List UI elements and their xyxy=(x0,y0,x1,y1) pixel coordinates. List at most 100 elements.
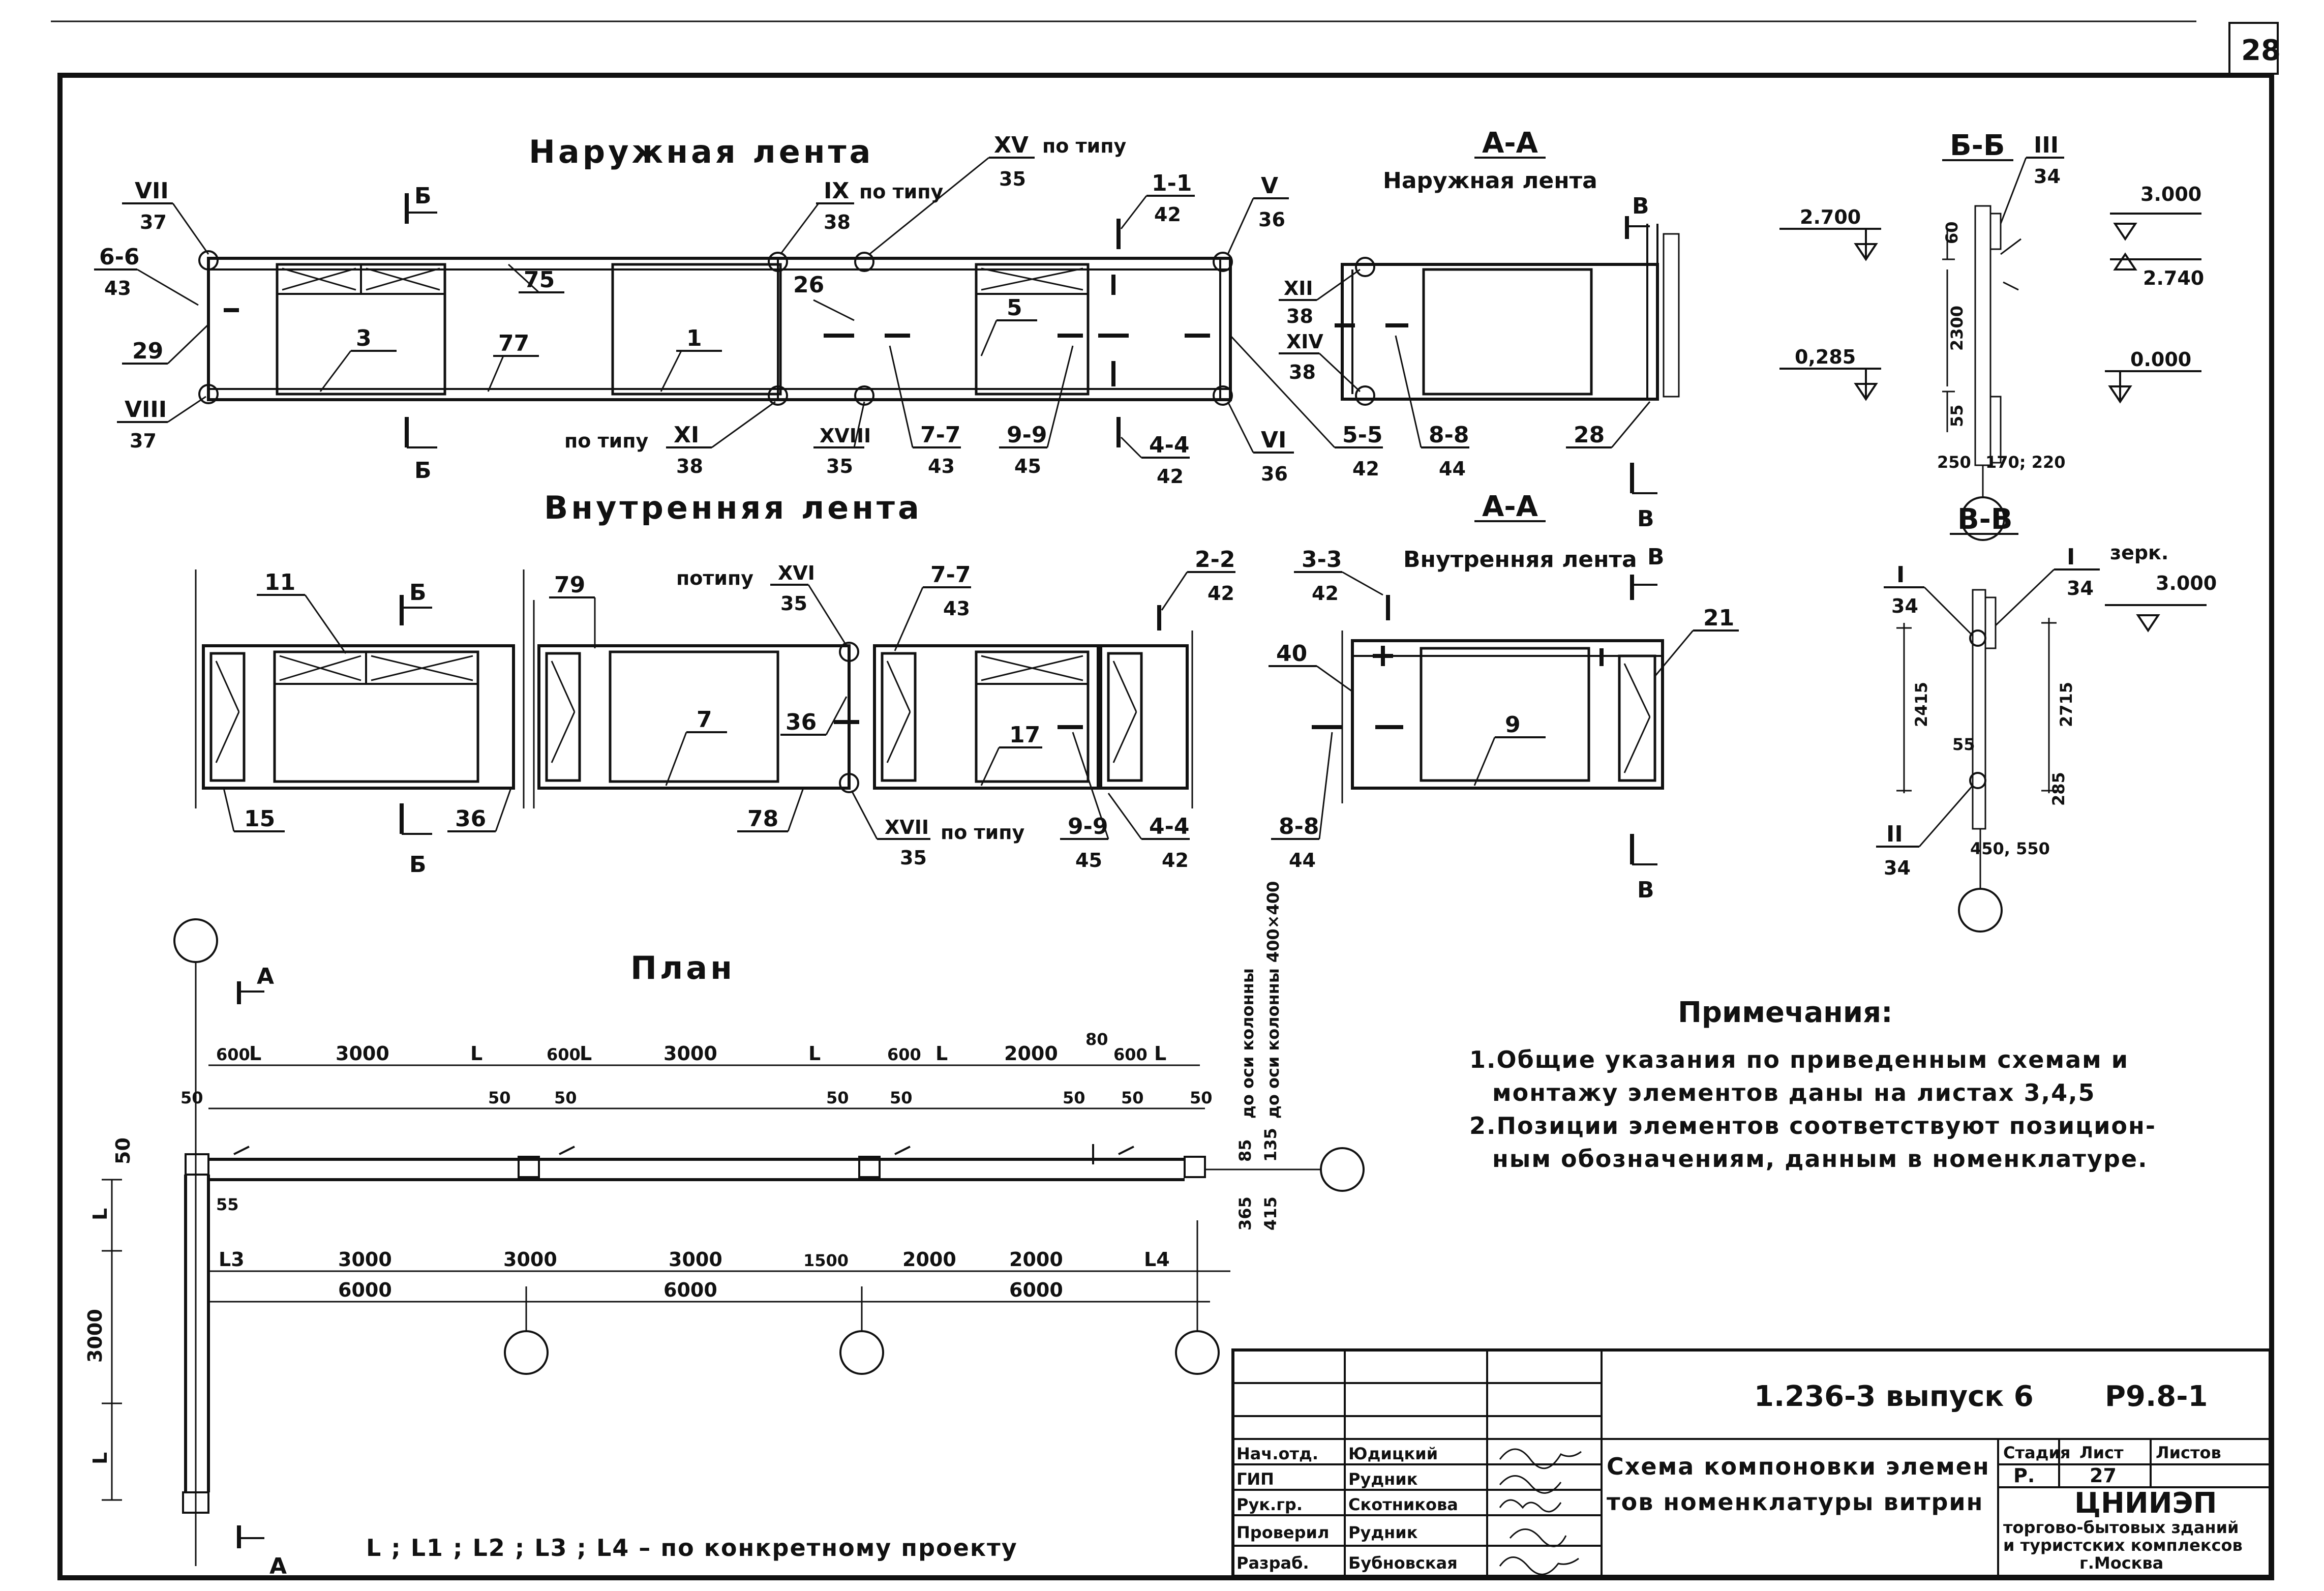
bb-level-0285: 0,285 xyxy=(1779,346,1881,401)
svg-text:415: 415 xyxy=(1261,1196,1280,1230)
svg-text:11: 11 xyxy=(264,569,295,595)
svg-text:3: 3 xyxy=(356,325,372,351)
svg-text:450, 550: 450, 550 xyxy=(1970,839,2050,858)
svg-text:43: 43 xyxy=(928,455,955,477)
svg-text:6000: 6000 xyxy=(1009,1279,1063,1301)
svg-text:6000: 6000 xyxy=(338,1279,392,1301)
vv-section: 2415 2715 55 285 450, 550 xyxy=(1896,589,2076,933)
vv-level-3000: 3.000 xyxy=(2105,572,2217,633)
aa-inner-subtitle: Внутренняя лента xyxy=(1403,547,1637,573)
svg-text:37: 37 xyxy=(140,211,167,233)
svg-text:А: А xyxy=(269,1553,287,1579)
drawing-frame xyxy=(57,73,2274,1580)
position-15: 15 xyxy=(223,788,285,832)
svg-text:78: 78 xyxy=(747,806,778,832)
svg-text:3.000: 3.000 xyxy=(2140,183,2201,205)
document-code: 1.236-3 выпуск 6 xyxy=(1754,1380,2034,1413)
position-3: 3 xyxy=(319,325,397,392)
position-29: 29 xyxy=(122,324,208,365)
svg-text:36: 36 xyxy=(1258,208,1285,231)
plan-dims-mid-row: L3 3000 3000 3000 1500 2000 2000 L4 xyxy=(219,1248,1170,1271)
outer-ribbon-elevation xyxy=(198,250,1233,406)
svg-text:5: 5 xyxy=(1007,295,1022,321)
note-line-3: 2.Позиции элементов соответствуют позици… xyxy=(1469,1112,2156,1139)
inner-ribbon-title: Внутренняя лента xyxy=(544,489,922,526)
svg-text:44: 44 xyxy=(1439,458,1466,480)
svg-text:III: III xyxy=(2034,132,2059,158)
name-4: Рудник xyxy=(1348,1523,1418,1542)
svg-text:до оси колонны: до оси колонны xyxy=(1238,968,1257,1119)
svg-text:3-3: 3-3 xyxy=(1302,547,1342,573)
svg-text:2-2: 2-2 xyxy=(1195,547,1235,573)
svg-text:4-4: 4-4 xyxy=(1149,432,1190,458)
role-4: Проверил xyxy=(1236,1523,1329,1542)
drawing-name-line-1: Схема компоновки элемен xyxy=(1607,1453,1990,1480)
svg-text:1: 1 xyxy=(686,325,702,351)
callout-xviii: XVIII 35 xyxy=(813,401,871,477)
name-3: Скотникова xyxy=(1348,1495,1458,1514)
plan-title: План xyxy=(630,949,735,986)
aa-outer-title: А-А xyxy=(1482,127,1538,160)
svg-text:600: 600 xyxy=(1113,1045,1148,1064)
sheet-header: Лист xyxy=(2079,1443,2124,1462)
document-number: Р9.8-1 xyxy=(2105,1380,2208,1413)
bb-level-0000: 0.000 xyxy=(2105,348,2201,404)
svg-text:В: В xyxy=(1647,544,1665,570)
position-28: 28 xyxy=(1566,401,1651,448)
svg-text:8-8: 8-8 xyxy=(1429,422,1469,448)
callout-2-2: 2-2 42 xyxy=(1157,547,1235,631)
svg-text:38: 38 xyxy=(1289,361,1316,383)
name-2: Рудник xyxy=(1348,1469,1418,1489)
svg-text:по типу: по типу xyxy=(941,821,1024,844)
svg-text:L: L xyxy=(89,1452,111,1464)
plan-dims-bottom-row: 6000 6000 6000 xyxy=(338,1279,1063,1301)
position-1: 1 xyxy=(660,325,722,392)
svg-text:77: 77 xyxy=(498,331,529,356)
svg-text:35: 35 xyxy=(780,592,807,615)
svg-text:9-9: 9-9 xyxy=(1007,422,1047,448)
svg-text:IX: IX xyxy=(824,178,849,204)
svg-text:по типу: по типу xyxy=(859,181,943,203)
window-1 xyxy=(611,263,782,396)
position-79: 79 xyxy=(549,572,596,648)
svg-text:8-8: 8-8 xyxy=(1279,814,1319,839)
org-name: ЦНИИЭП xyxy=(2074,1487,2217,1520)
sheet-number: 28 xyxy=(2241,34,2281,67)
svg-text:VI: VI xyxy=(1261,427,1286,453)
svg-text:34: 34 xyxy=(2067,577,2094,599)
outer-ribbon-title: Наружная лента xyxy=(529,133,873,170)
callout-9-9-outer: 9-9 45 xyxy=(999,345,1074,477)
signature-3 xyxy=(1499,1499,1562,1513)
position-5: 5 xyxy=(980,295,1037,356)
svg-text:3.000: 3.000 xyxy=(2156,572,2217,594)
svg-text:3000: 3000 xyxy=(663,1042,717,1065)
svg-text:28: 28 xyxy=(1574,422,1605,448)
position-36-inner: 36 xyxy=(780,696,848,736)
section-mark-b-bottom: Б xyxy=(405,417,437,484)
svg-text:3000: 3000 xyxy=(84,1309,106,1363)
bb-node-iii: III 34 xyxy=(2000,132,2064,224)
svg-text:VII: VII xyxy=(135,178,169,204)
callout-7-7-inner: 7-7 43 xyxy=(894,562,971,651)
note-line-4: ным обозначениям, данным в номенклатуре. xyxy=(1492,1145,2148,1173)
svg-text:50: 50 xyxy=(180,1088,203,1107)
section-mark-v-top: В xyxy=(1625,193,1650,239)
org-line-3: г.Москва xyxy=(2079,1553,2163,1573)
svg-text:42: 42 xyxy=(1352,458,1379,480)
position-26: 26 xyxy=(793,272,855,321)
svg-text:VIII: VIII xyxy=(125,397,167,423)
svg-text:42: 42 xyxy=(1154,203,1181,226)
svg-text:36: 36 xyxy=(786,709,817,735)
svg-text:3000: 3000 xyxy=(669,1248,722,1271)
svg-text:45: 45 xyxy=(1014,455,1041,477)
outer-ribbon-frame xyxy=(207,257,1232,401)
callout-6-6: 6-6 43 xyxy=(94,244,199,306)
svg-text:Б: Б xyxy=(409,580,427,606)
svg-text:XVI: XVI xyxy=(778,562,815,584)
callout-7-7-outer: 7-7 43 xyxy=(889,345,961,477)
notes-block: Примечания: 1.Общие указания по приведен… xyxy=(1469,996,2156,1173)
svg-text:35: 35 xyxy=(900,847,927,869)
org-line-1: торгово-бытовых зданий xyxy=(2003,1518,2239,1537)
svg-text:по типу: по типу xyxy=(564,430,648,452)
svg-text:1-1: 1-1 xyxy=(1152,170,1192,196)
